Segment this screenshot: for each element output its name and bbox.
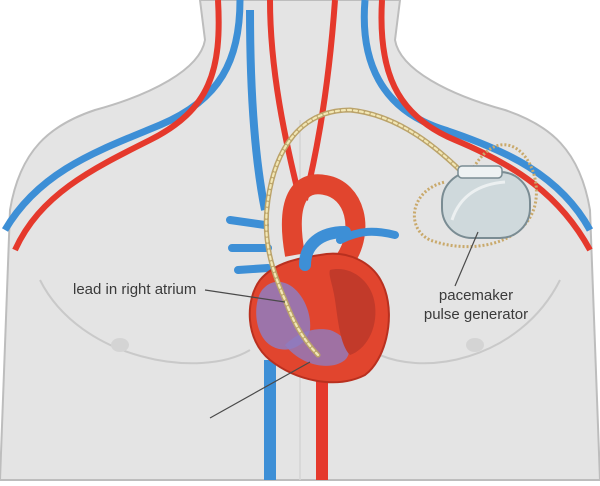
label-pacemaker-line2: pulse generator (423, 306, 529, 323)
label-pacemaker-pulse-generator: pacemaker pulse generator (416, 286, 536, 324)
label-pacemaker-line1: pacemaker (438, 287, 514, 304)
leader-line-atrium (204, 289, 286, 303)
vein-right-upper (360, 0, 594, 232)
pulmonary-vessels-left (226, 216, 272, 274)
pacemaker-header (457, 165, 503, 179)
carotid-red-left (267, 0, 303, 201)
artery-right-upper (378, 0, 593, 252)
nipple-left (111, 338, 129, 352)
pulmonary-artery (299, 226, 351, 271)
pacemaker-lead-inner (265, 108, 470, 357)
label-lead-right-atrium: lead in right atrium (73, 281, 197, 298)
device-highlight (450, 180, 506, 221)
pacemaker-device (441, 171, 531, 239)
chest-contour-left (39, 279, 251, 365)
nipple-right (466, 338, 484, 352)
vein-left-upper (1, 0, 244, 232)
leader-line-pacemaker (454, 231, 479, 287)
right-atrium-chamber (256, 281, 311, 350)
leader-line-ventricle (209, 361, 311, 419)
right-ventricle-chamber (285, 329, 350, 366)
chest-contour-right (369, 279, 561, 365)
vena-cava-superior (246, 9, 269, 211)
artery-left-upper (12, 0, 222, 252)
left-chambers (329, 269, 376, 355)
